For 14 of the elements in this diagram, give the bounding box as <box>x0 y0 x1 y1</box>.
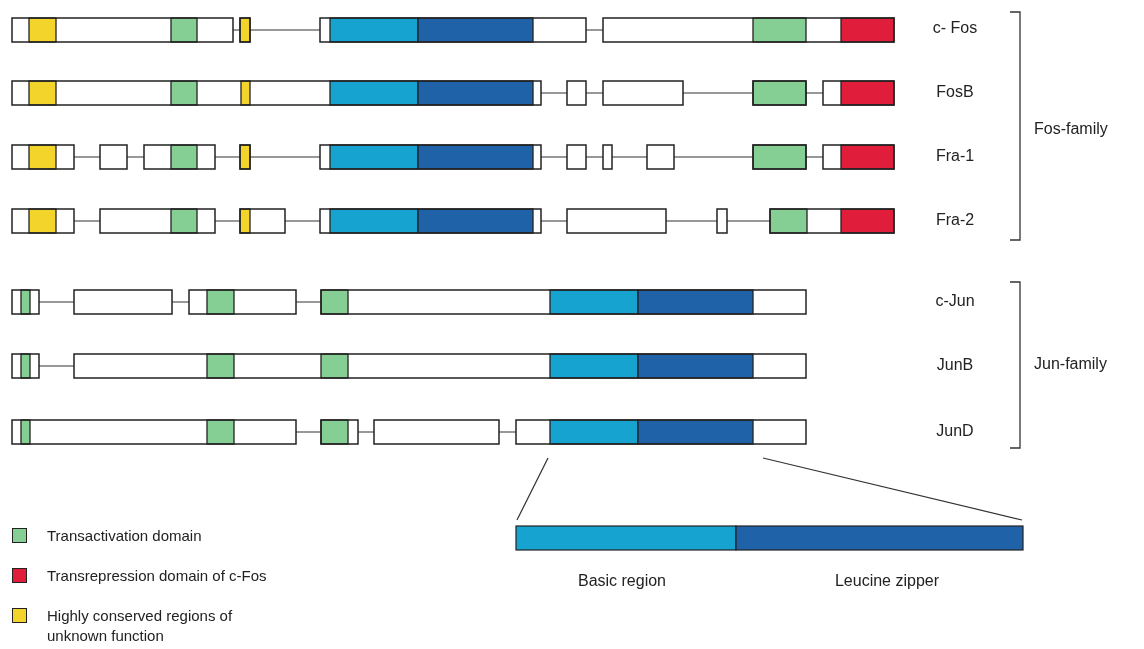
domain-label: Basic region <box>576 571 667 591</box>
domain-label: Leucine zipper <box>833 571 941 591</box>
family-label: Fos-family <box>1034 119 1109 139</box>
legend-text: Transactivation domain <box>47 526 203 546</box>
legend-text: Highly conserved regions of unknown function <box>47 606 234 646</box>
protein-name: JunB <box>935 355 975 375</box>
family-label: Jun-family <box>1034 354 1108 374</box>
protein-name: Fra-2 <box>934 210 976 230</box>
protein-name: c- Fos <box>931 18 979 38</box>
legend-text: Transrepression domain of c-Fos <box>47 566 268 586</box>
protein-name: FosB <box>935 82 975 102</box>
protein-name: JunD <box>935 421 975 441</box>
protein-name: c-Jun <box>934 291 976 311</box>
protein-name: Fra-1 <box>934 146 976 166</box>
